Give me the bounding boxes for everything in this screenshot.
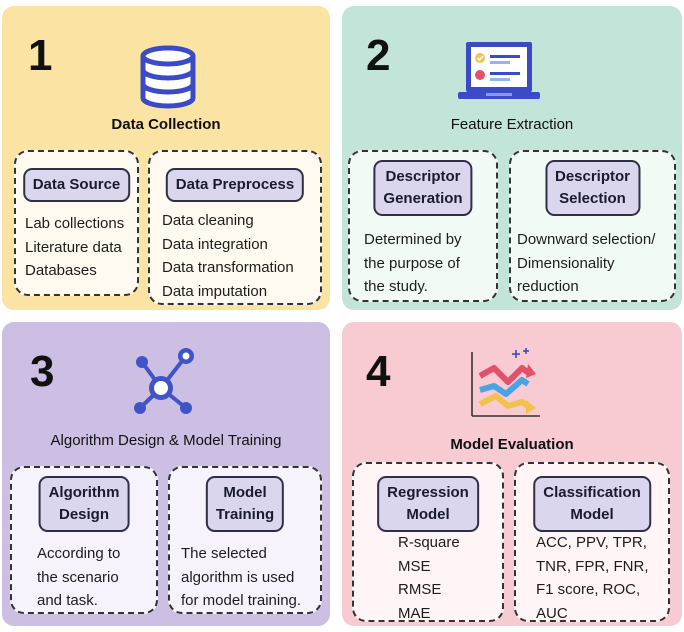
heading-line: Selection (559, 190, 626, 207)
list-item: TNR, FPR, FNR, (536, 557, 649, 575)
list-item: Data transformation (162, 259, 294, 276)
heading-line: Regression (387, 484, 469, 501)
list-item: The selected (181, 545, 267, 562)
network-nodes-icon (134, 348, 194, 414)
heading-line: Model (223, 484, 267, 501)
list-item: ACC, PPV, TPR, (536, 534, 647, 551)
list-item: for model training. (181, 592, 302, 609)
heading-line: Generation (383, 190, 463, 207)
panel-title: Feature Extraction (450, 116, 574, 133)
data-preprocess-box: Data Preprocess Data cleaning Data integ… (148, 150, 322, 305)
panel-feature-extraction: 2 Feature Extraction Descriptor Generati… (342, 6, 682, 310)
panel-title: Algorithm Design & Model Training (50, 432, 282, 449)
list-item: Databases (25, 262, 97, 279)
list-item: Determined by (364, 231, 462, 248)
descriptor-selection-box: Descriptor Selection Downward selection/… (509, 150, 676, 302)
descriptor-generation-box: Descriptor Generation Determined by the … (348, 150, 498, 302)
classification-model-heading: Classification Model (533, 476, 651, 532)
panel-algorithm-design: 3 Algorithm Design & Model Training Algo… (2, 322, 330, 626)
list-item: the study. (364, 278, 428, 295)
panel-model-evaluation: 4 Model Evaluation Regression Model R-sq… (342, 322, 682, 626)
list-item: AUC (536, 604, 568, 622)
heading-line: Descriptor (554, 168, 631, 185)
algorithm-design-box: Algorithm Design According to the scenar… (10, 466, 158, 614)
heading-line: Training (215, 506, 275, 523)
list-item: Dimensionality (517, 254, 615, 272)
step-number: 1 (28, 31, 53, 80)
list-item: MSE (398, 557, 431, 575)
monitor-checklist-icon (458, 42, 540, 99)
list-item: algorithm is used (181, 568, 295, 586)
heading-line: Algorithm (48, 484, 120, 501)
model-training-box: Model Training The selected algorithm is… (168, 466, 322, 614)
algorithm-design-heading: Algorithm Design (38, 476, 130, 532)
list-item: F1 score, ROC, (536, 581, 641, 598)
list-item: Data integration (162, 235, 268, 253)
list-item: Lab collections (25, 215, 125, 232)
data-source-box: Data Source Lab collections Literature d… (14, 150, 139, 296)
data-preprocess-list: Data cleaning Data integration Data tran… (162, 209, 294, 303)
panel-data-collection: 1 Data Collection Data Source Lab collec… (2, 6, 330, 310)
list-item: Downward selection/ (517, 231, 656, 248)
list-item: reduction (517, 278, 579, 295)
list-item: RMSE (398, 581, 442, 598)
algorithm-design-list: According to the scenario and task. (37, 542, 120, 613)
panel-title: Model Evaluation (450, 436, 574, 453)
list-item: Literature data (25, 238, 122, 256)
panel-title: Data Collection (111, 116, 221, 133)
model-training-heading: Model Training (205, 476, 285, 532)
descriptor-selection-heading: Descriptor Selection (544, 160, 641, 216)
heading-line: Classification (543, 484, 641, 501)
regression-model-box: Regression Model R-square MSE RMSE MAE (352, 462, 504, 622)
heading-line: Model (570, 506, 614, 523)
list-item: Data cleaning (162, 212, 254, 229)
step-number: 3 (30, 347, 55, 396)
data-source-list: Lab collections Literature data Database… (25, 212, 124, 283)
step-number: 2 (366, 31, 391, 80)
list-item: According to (37, 545, 121, 562)
list-item: and task. (37, 592, 98, 609)
model-training-list: The selected algorithm is used for model… (181, 542, 301, 613)
list-item: MAE (398, 604, 431, 622)
descriptor-generation-list: Determined by the purpose of the study. (364, 228, 462, 299)
descriptor-selection-list: Downward selection/ Dimensionality reduc… (517, 228, 655, 299)
descriptor-generation-heading: Descriptor Generation (373, 160, 473, 216)
data-source-heading: Data Source (22, 168, 131, 202)
heading-line: Model (406, 506, 450, 523)
heading-line: Descriptor (385, 168, 461, 185)
database-icon (140, 45, 196, 109)
regression-model-heading: Regression Model (377, 476, 479, 532)
classification-metrics-list: ACC, PPV, TPR, TNR, FPR, FNR, F1 score, … (536, 531, 649, 625)
list-item: R-square (398, 534, 460, 551)
list-item: the scenario (37, 568, 119, 586)
list-item: Data imputation (162, 282, 268, 300)
data-preprocess-heading: Data Preprocess (165, 168, 305, 202)
heading-line: Design (58, 506, 110, 523)
classification-model-box: Classification Model ACC, PPV, TPR, TNR,… (514, 462, 670, 622)
trend-chart-icon (471, 348, 540, 417)
list-item: the purpose of (364, 254, 460, 272)
step-number: 4 (366, 347, 391, 396)
regression-metrics-list: R-square MSE RMSE MAE (398, 531, 460, 625)
